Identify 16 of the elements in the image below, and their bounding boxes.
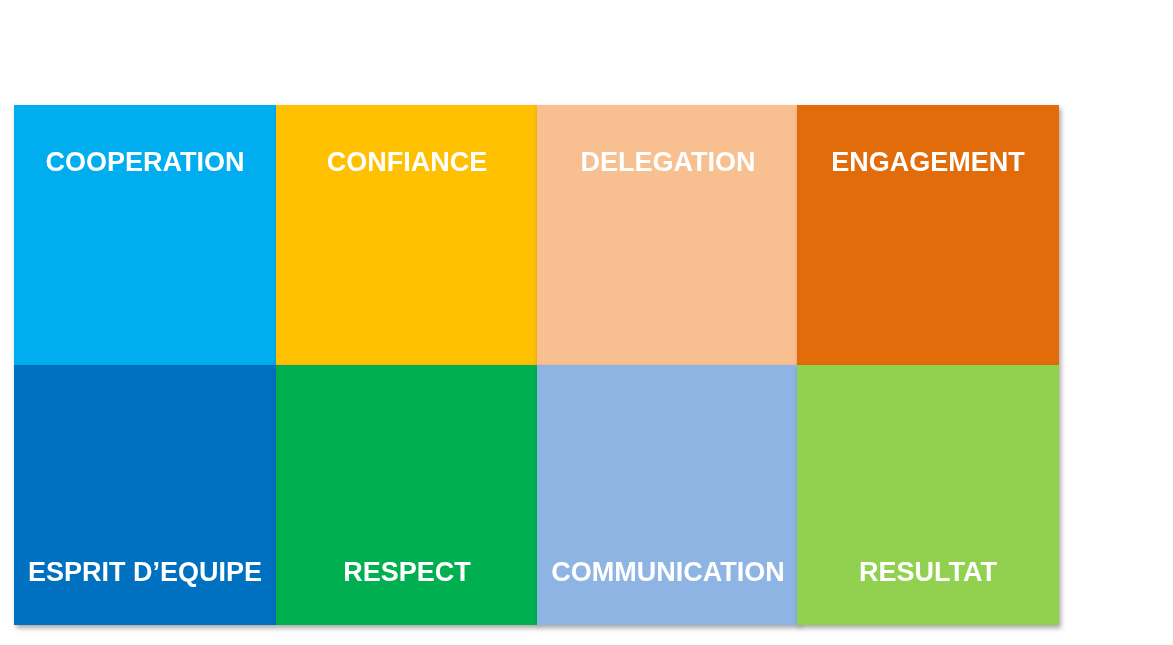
piece-label: CONFIANCE <box>326 147 488 178</box>
piece-label: COOPERATION <box>45 147 245 178</box>
piece-label: DELEGATION <box>580 147 756 178</box>
puzzle-piece <box>797 365 1059 625</box>
piece-label: COMMUNICATION <box>551 557 785 588</box>
puzzle-piece <box>537 365 799 625</box>
piece-label: RESULTAT <box>859 557 997 588</box>
piece-label: ESPRIT D’EQUIPE <box>27 557 263 588</box>
puzzle-piece <box>797 105 1059 365</box>
puzzle-piece <box>537 105 799 365</box>
piece-label: RESPECT <box>343 557 471 588</box>
puzzle-piece <box>276 105 538 365</box>
puzzle-piece <box>276 365 538 625</box>
piece-label: ENGAGEMENT <box>831 147 1025 178</box>
puzzle-piece <box>14 105 276 365</box>
puzzle-piece <box>14 365 276 625</box>
